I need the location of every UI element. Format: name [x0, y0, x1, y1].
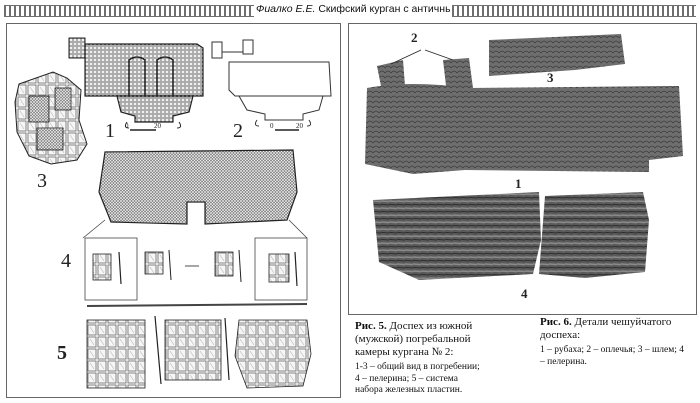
figure-5-panel: 0 20 0 20 — [6, 23, 341, 398]
scale-zero-label-1: 0 — [125, 122, 129, 130]
cape-left — [373, 192, 541, 280]
figure-6-label-4: 4 — [521, 286, 528, 301]
armour-drawing-1 — [68, 37, 204, 129]
figure-6-caption-body: 1 – рубаха; 2 – оплечья; 3 – шлем; 4 – п… — [540, 345, 685, 367]
figure-6-caption-label: Рис. 6. — [540, 316, 572, 328]
figure-6-label-2: 2 — [411, 30, 418, 45]
shoulder-piece-right — [443, 58, 473, 94]
figure-6-caption: Рис. 6. Детали чешуйчатого доспеха: 1 – … — [540, 316, 690, 368]
plate-system-5 — [86, 303, 312, 389]
running-head-title: Скифский курган с античными... — [318, 3, 450, 15]
scale-bar-1: 0 20 — [125, 122, 162, 131]
running-head-author: Фиалко Е.Е. — [256, 3, 316, 15]
armour-outline-2 — [211, 39, 332, 127]
figure-6-label-1: 1 — [515, 176, 522, 191]
figure-5-label-1: 1 — [105, 120, 115, 142]
cape-right — [539, 192, 649, 278]
scale-bar-2: 0 20 — [270, 122, 304, 131]
figure-5-label-3: 3 — [37, 170, 47, 192]
figure-5-caption: Рис. 5. Доспех из южной (мужской) погреб… — [355, 320, 485, 397]
scale-zero-label-2: 0 — [270, 122, 274, 130]
figure-5-label-2: 2 — [233, 120, 243, 142]
meander-ornament-right — [452, 5, 696, 17]
figure-5-caption-title: Доспех из южной (мужской) погребальной к… — [355, 320, 473, 358]
figure-5-caption-body: 1-3 – общий вид в погребении; 4 – пелери… — [355, 362, 480, 395]
scale-label-2: 20 — [296, 122, 304, 130]
figure-6-caption-title: Детали чешуйчатого доспеха: — [540, 316, 672, 341]
cape-drawing-4 — [82, 149, 308, 301]
figure-6-label-3: 3 — [547, 70, 554, 85]
figure-5-label-4: 4 — [61, 250, 71, 272]
figure-5-label-5: 5 — [57, 342, 67, 364]
figure-5-caption-label: Рис. 5. — [355, 320, 387, 332]
meander-ornament-left — [4, 5, 254, 17]
running-head-bar: Фиалко Е.Е. Скифский курган с античными.… — [0, 0, 700, 20]
scale-label-1: 20 — [154, 122, 162, 130]
scattered-plates-3 — [14, 71, 88, 165]
shirt — [365, 84, 683, 174]
helmet — [489, 34, 625, 76]
running-head: Фиалко Е.Е. Скифский курган с античными.… — [256, 2, 450, 16]
figure-5-drawing: 0 20 0 20 — [14, 37, 332, 389]
figure-6-photos — [365, 34, 683, 280]
figure-6-panel: 2 3 1 4 — [348, 23, 697, 315]
